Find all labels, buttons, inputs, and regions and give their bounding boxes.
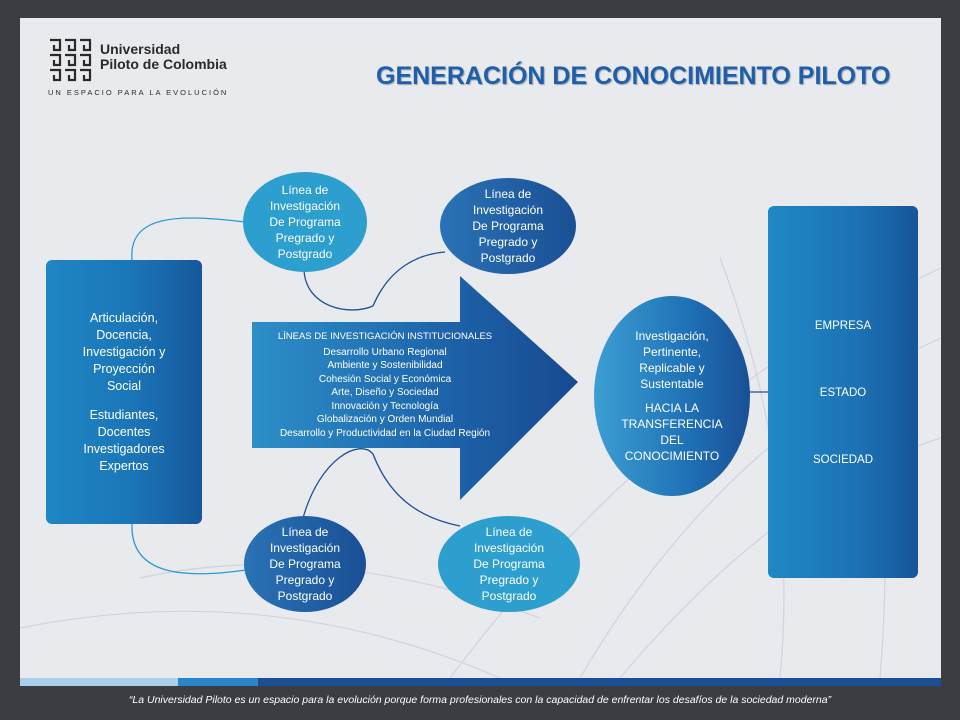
university-logo-icon (50, 38, 92, 82)
research-line-item: Arte, Diseño y Sociedad (331, 387, 439, 398)
connector-topleft-oval (303, 269, 374, 311)
sector-empresa: EMPRESA (814, 320, 872, 332)
connector-topright-oval (372, 251, 446, 307)
research-line-item: Ambiente y Sostenibilidad (327, 360, 443, 371)
research-line-item: Desarrollo y Productividad en la Ciudad … (279, 427, 491, 439)
research-line-item: Cohesión Social y Económica (318, 373, 452, 385)
connector-left-bottom (131, 523, 247, 575)
page-title: GENERACIÓN DE CONOCIMIENTO PILOTO (376, 62, 891, 90)
research-line-item: Innovación y Tecnología (331, 400, 439, 412)
institutional-research-lines: LÍNEAS DE INVESTIGACIÓN INSTITUCIONALES … (256, 330, 514, 440)
connector-bottomleft-oval (302, 448, 374, 519)
research-line-item: Desarrollo Urbano Regional (323, 346, 447, 358)
connector-bottomright-oval (372, 453, 461, 527)
university-tagline: UN ESPACIO PARA LA EVOLUCIÓN (48, 88, 229, 97)
research-lines-arrow (252, 276, 578, 500)
sector-sociedad: SOCIEDAD (812, 454, 874, 466)
sector-estado: ESTADO (819, 387, 867, 399)
research-lines-heading: LÍNEAS DE INVESTIGACIÓN INSTITUCIONALES (277, 331, 493, 342)
articulation-box: Articulación, Docencia, Investigación y … (46, 260, 202, 524)
articulation-text: Articulación, Docencia, Investigación y … (82, 310, 166, 393)
slide: Universidad Piloto de Colombia UN ESPACI… (20, 18, 941, 678)
participants-text: Estudiantes, Docentes Investigadores Exp… (83, 407, 165, 473)
footer-color-bars (20, 678, 941, 686)
connector-left-top (131, 217, 246, 261)
logo: Universidad Piloto de Colombia UN ESPACI… (48, 38, 248, 118)
research-line-item: Globalización y Orden Mundial (316, 414, 454, 425)
footer-quote: “La Universidad Piloto es un espacio par… (128, 694, 832, 706)
society-box: EMPRESA ESTADO SOCIEDAD (768, 206, 918, 578)
university-name: Universidad Piloto de Colombia (100, 41, 227, 72)
